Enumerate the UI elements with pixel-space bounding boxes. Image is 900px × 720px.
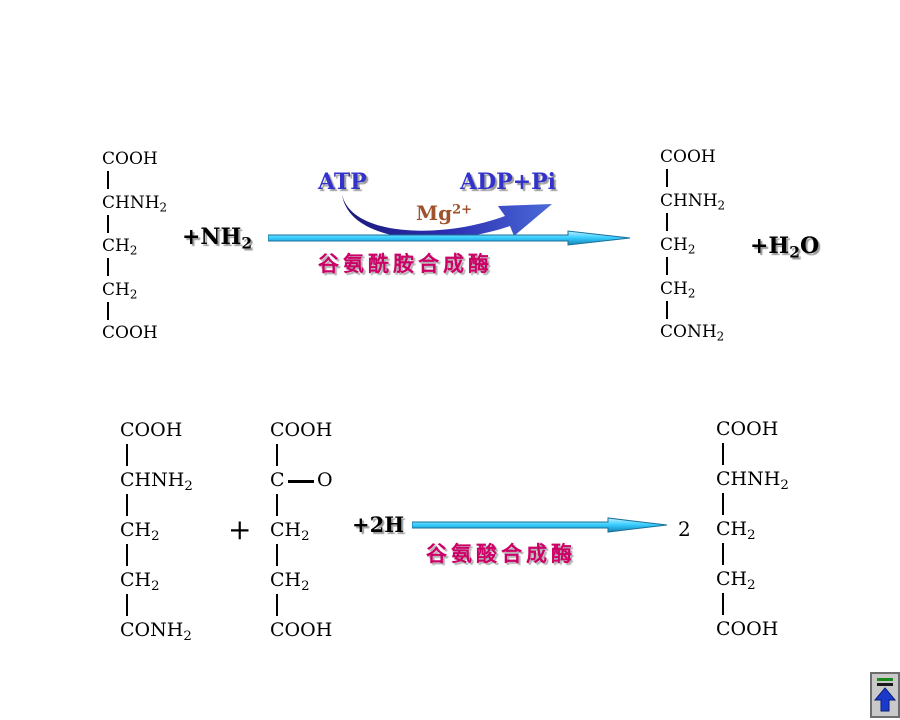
bond (107, 302, 109, 320)
reaction-arrow-icon (268, 230, 631, 246)
enzyme-glutamate-synthase: 谷氨酸合成酶 (426, 542, 576, 566)
bond (107, 258, 109, 276)
group-chnh2: CHNH2 (102, 193, 168, 215)
group-chnh2: CHNH2 (120, 469, 193, 494)
enzyme-glutamine-synthetase: 谷氨酰胺合成酶 (318, 252, 493, 276)
bond (276, 494, 278, 516)
reagent-nh2: +NH2 (182, 224, 253, 253)
bond (666, 213, 668, 231)
group-cooh-top: COOH (660, 147, 716, 167)
bond (722, 593, 724, 615)
group-cooh-top: COOH (120, 419, 183, 441)
group-ch2: CH2 (660, 235, 696, 257)
group-cooh-bottom: COOH (270, 619, 333, 641)
bond (107, 215, 109, 233)
back-button[interactable] (870, 672, 900, 718)
energy-coupling-curve-icon (342, 194, 552, 240)
bond (666, 301, 668, 319)
group-conh2: CONH2 (660, 322, 725, 344)
bond (666, 169, 668, 187)
adp-pi-label: ADP+Pi (460, 169, 557, 195)
stoichiometric-coefficient: 2 (678, 517, 691, 541)
bond (276, 444, 278, 466)
group-cooh-top: COOH (102, 149, 158, 169)
group-cooh-top: COOH (716, 418, 779, 440)
bond (276, 544, 278, 566)
group-chnh2: CHNH2 (716, 468, 789, 493)
bond (126, 444, 128, 466)
byproduct-water: +H2O (750, 233, 820, 262)
group-ch2: CH2 (716, 568, 756, 593)
back-arrow-icon (873, 678, 897, 712)
group-ch2: CH2 (716, 518, 756, 543)
group-ch2: CH2 (102, 280, 138, 302)
group-ch2: CH2 (270, 519, 310, 544)
bond (126, 494, 128, 516)
group-ch2: CH2 (120, 519, 160, 544)
bond (666, 257, 668, 275)
bond (276, 594, 278, 616)
reagent-2h: +2H (352, 512, 405, 537)
double-bond (288, 480, 314, 483)
group-ch2: CH2 (660, 279, 696, 301)
bond (126, 594, 128, 616)
group-cooh-top: COOH (270, 419, 333, 441)
bond (107, 171, 109, 189)
bond (722, 493, 724, 515)
group-chnh2: CHNH2 (660, 191, 726, 213)
bond (722, 543, 724, 565)
group-cooh-bottom: COOH (716, 618, 779, 640)
bond (126, 544, 128, 566)
group-carbonyl-c: C (270, 469, 285, 491)
reaction-arrow-icon (412, 517, 668, 533)
group-cooh-bottom: COOH (102, 323, 158, 343)
bond (722, 443, 724, 465)
atp-label: ATP (318, 169, 367, 195)
group-carbonyl-o: O (317, 469, 333, 491)
mg-cofactor-label: Mg2+ (416, 201, 473, 225)
group-conh2: CONH2 (120, 619, 192, 644)
group-ch2: CH2 (270, 569, 310, 594)
group-ch2: CH2 (120, 569, 160, 594)
group-ch2: CH2 (102, 236, 138, 258)
plus-sign: + (228, 513, 252, 546)
